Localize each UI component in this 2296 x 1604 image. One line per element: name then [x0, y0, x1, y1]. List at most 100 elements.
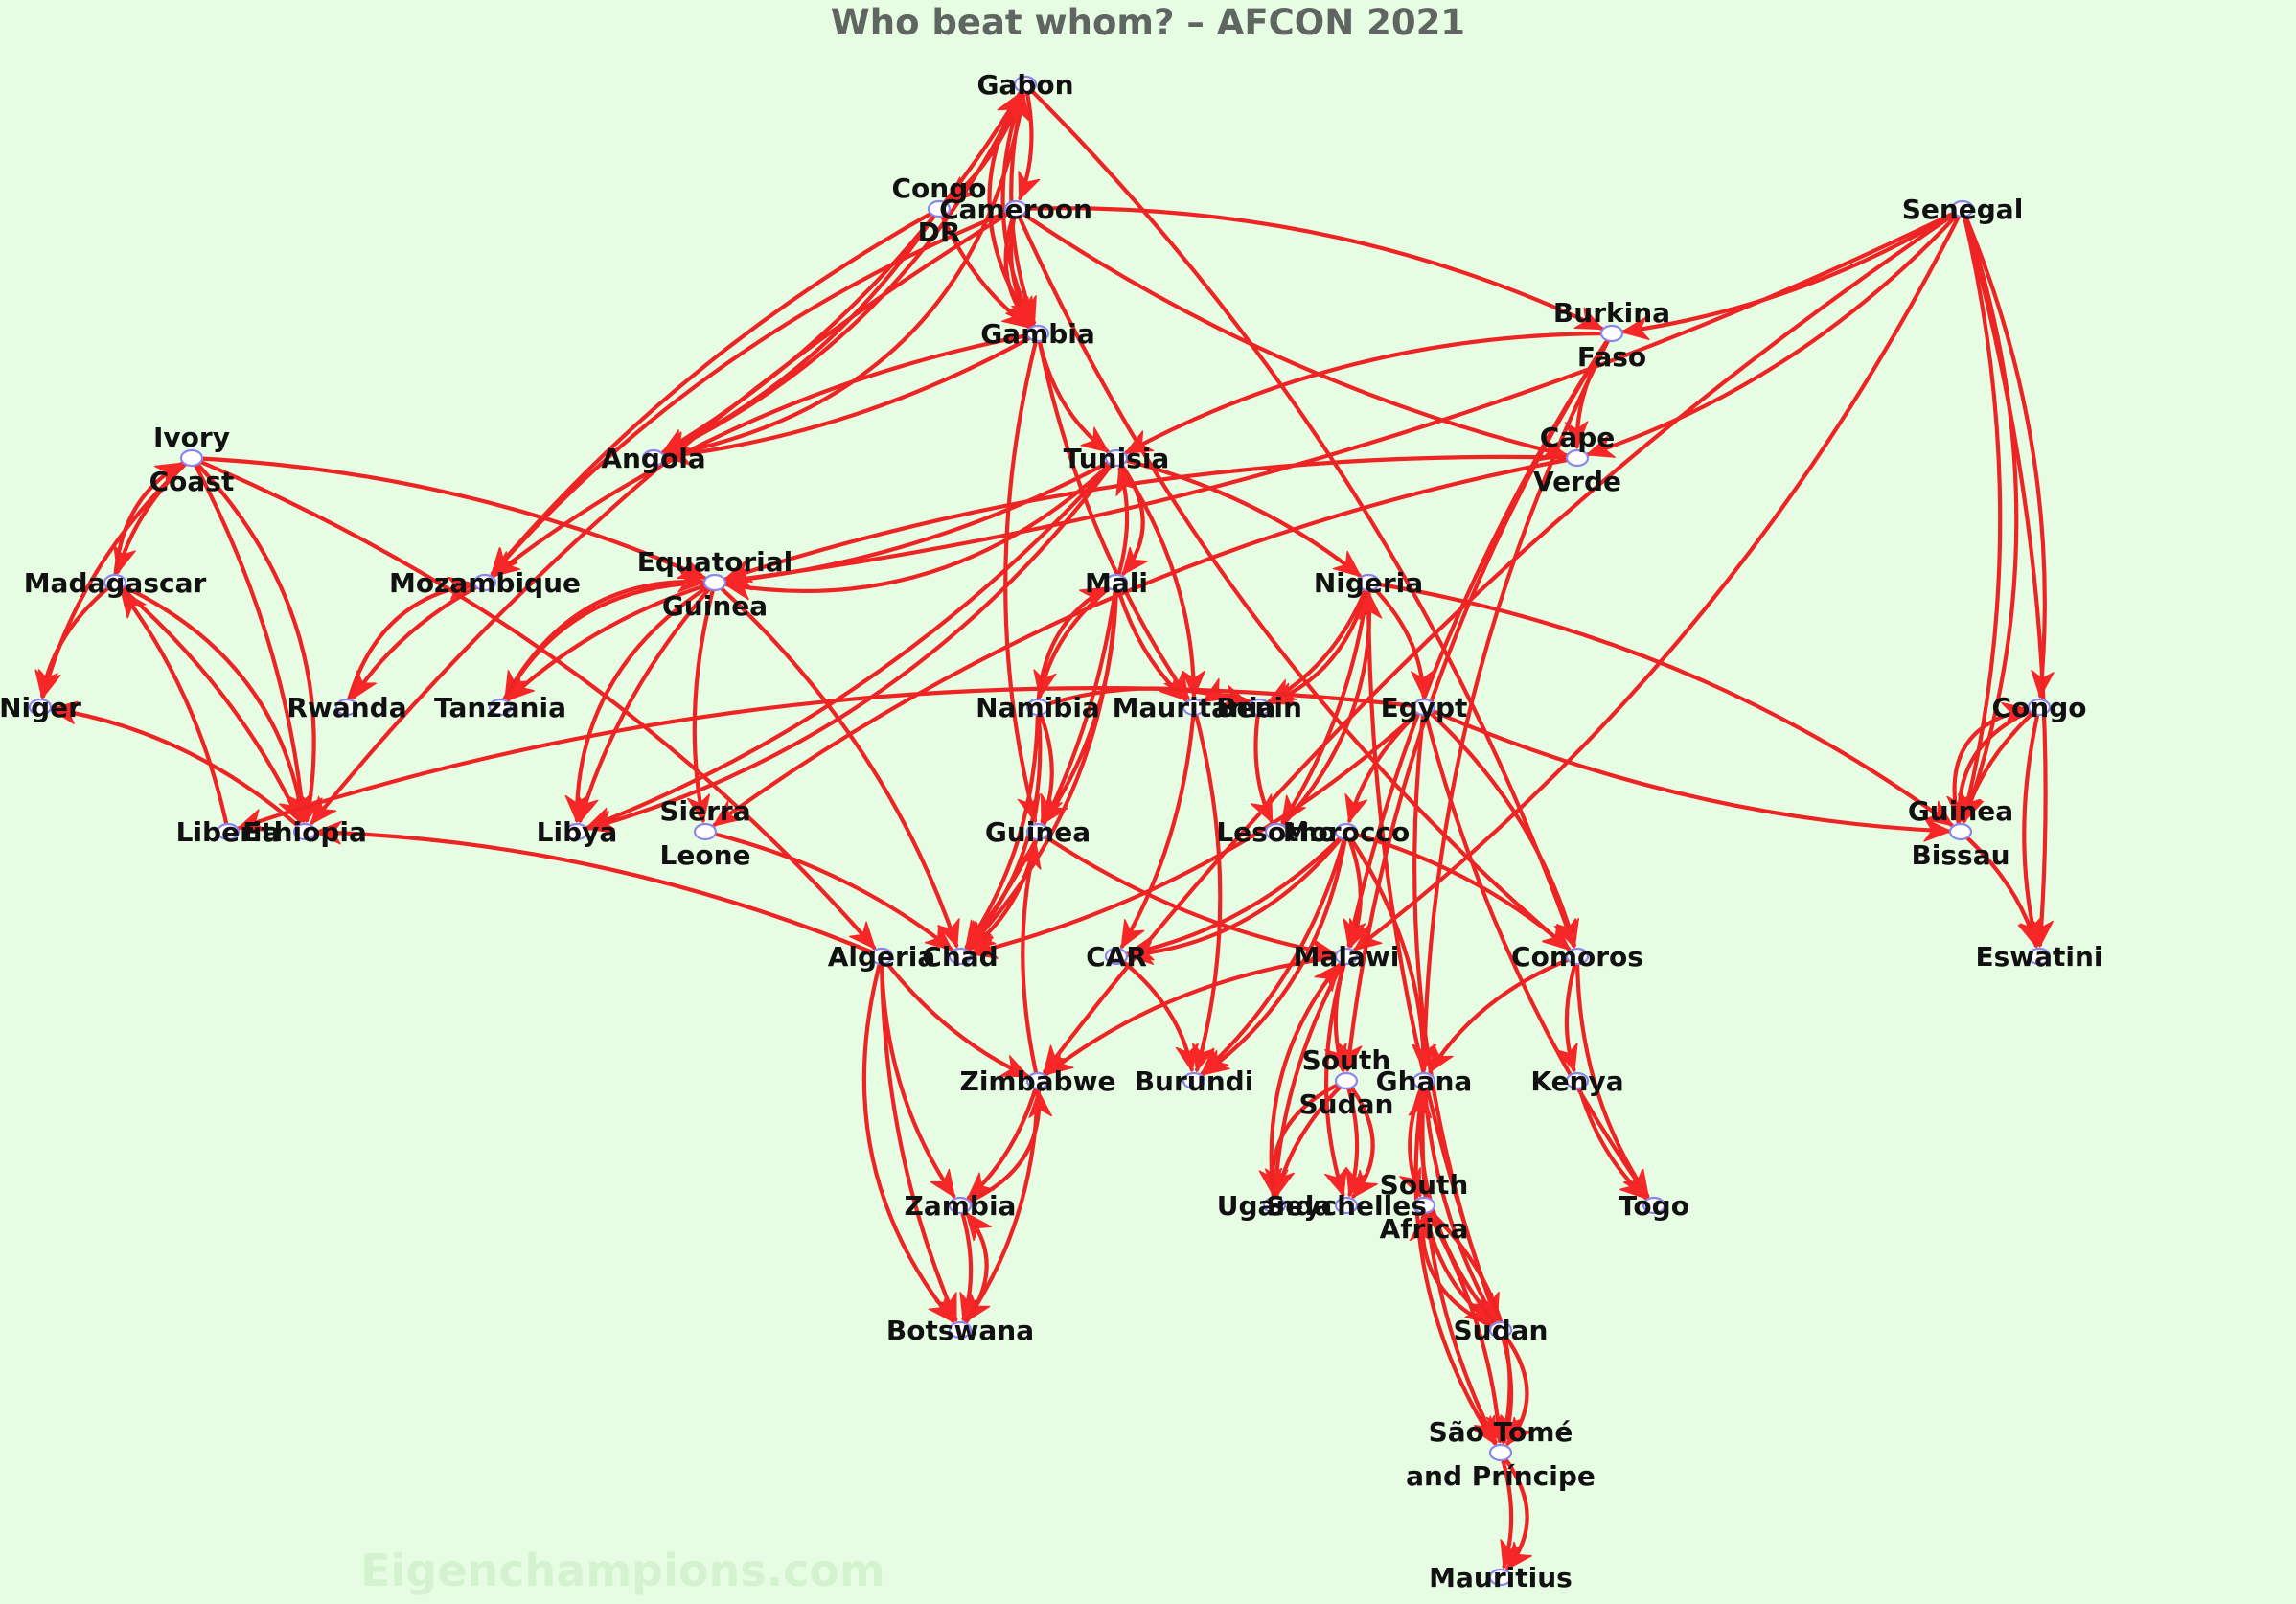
node-south_africa[interactable] [1412, 1196, 1436, 1215]
edge-sudan-beat-sao_tome [1498, 1327, 1527, 1444]
node-chad[interactable] [948, 947, 973, 966]
edge-senegal-beat-equatorial_guinea [726, 206, 1965, 581]
node-rwanda[interactable] [334, 698, 359, 717]
label-angola: Angola [601, 443, 705, 474]
edge-zimbabwe-beat-guinea [1022, 843, 1038, 1084]
edge-burkina_faso-beat-tunisia [1127, 331, 1615, 455]
label-uganda: Uganda [1217, 1190, 1333, 1222]
node-kenya[interactable] [1565, 1071, 1590, 1090]
label-burkina_faso-line-1: Burkina [1553, 297, 1670, 329]
node-namibia[interactable] [1025, 698, 1050, 717]
node-malawi[interactable] [1334, 947, 1359, 966]
node-mauritania[interactable] [1182, 698, 1206, 717]
node-angola[interactable] [641, 448, 666, 468]
node-libya[interactable] [564, 822, 589, 841]
node-sao_tome[interactable] [1488, 1443, 1513, 1462]
node-gabon[interactable] [1013, 75, 1038, 94]
node-gambia[interactable] [1025, 324, 1050, 343]
edge-gambia-beat-guinea [1003, 331, 1038, 820]
node-senegal[interactable] [1950, 199, 1975, 218]
node-madagascar[interactable] [103, 573, 127, 592]
node-guinea[interactable] [1025, 822, 1050, 841]
node-togo[interactable] [1642, 1196, 1666, 1215]
label-sierra_leone-line-2: Leone [660, 839, 751, 871]
edge-algeria-beat-botswana [879, 953, 958, 1319]
node-seychelles[interactable] [1334, 1196, 1359, 1215]
edge-guinea-beat-malawi [1035, 829, 1335, 954]
edge-cameroon-beat-cape_verde [1013, 206, 1566, 455]
label-rwanda: Rwanda [287, 692, 406, 723]
node-congo[interactable] [2027, 698, 2052, 717]
edge-congo_dr-beat-mozambique [493, 206, 942, 574]
label-guinea_bissau-line-2: Bissau [1911, 839, 2009, 871]
node-ethiopia[interactable] [292, 822, 317, 841]
label-ivory_coast-line-2: Coast [149, 466, 235, 497]
edge-senegal-beat-eswatini [1960, 206, 2046, 945]
edge-angola-beat-gabon [651, 96, 1023, 461]
node-ivory_coast[interactable] [179, 448, 204, 468]
edge-madagascar-beat-ivory_coast [112, 461, 182, 585]
edge-senegal-beat-guinea_bissau [1960, 206, 2019, 821]
label-seychelles: Seychelles [1266, 1190, 1427, 1222]
label-zimbabwe: Zimbabwe [960, 1066, 1116, 1097]
label-gabon: Gabon [976, 69, 1073, 101]
label-niger: Niger [0, 692, 81, 723]
node-equatorial_guinea[interactable] [702, 573, 727, 592]
label-south_sudan-line-2: Sudan [1299, 1088, 1394, 1120]
edge-cameroon-beat-mozambique [493, 206, 1019, 574]
edge-burkina_faso-beat-south_sudan [1347, 331, 1615, 1069]
node-nigeria[interactable] [1356, 573, 1381, 592]
label-south_africa-line-1: South [1380, 1169, 1469, 1201]
node-mozambique[interactable] [472, 573, 497, 592]
node-zambia[interactable] [948, 1196, 973, 1215]
node-mali[interactable] [1104, 573, 1129, 592]
node-cameroon[interactable] [1003, 199, 1028, 218]
node-south_sudan[interactable] [1334, 1071, 1359, 1090]
node-ghana[interactable] [1412, 1071, 1436, 1090]
node-benin[interactable] [1247, 698, 1272, 717]
node-comoros[interactable] [1565, 947, 1590, 966]
edge-senegal-beat-guinea_bissau [1963, 206, 2003, 820]
node-niger[interactable] [28, 698, 53, 717]
node-liberia[interactable] [216, 822, 241, 841]
label-eswatini: Eswatini [1975, 941, 2102, 973]
node-sierra_leone[interactable] [693, 822, 718, 841]
node-congo_dr[interactable] [927, 199, 952, 218]
node-burkina_faso[interactable] [1599, 324, 1624, 343]
node-lesotho[interactable] [1264, 822, 1289, 841]
edge-namibia-beat-guinea [1035, 704, 1052, 821]
label-equatorial_guinea-line-1: Equatorial [637, 546, 793, 578]
node-burundi[interactable] [1182, 1071, 1206, 1090]
edge-morocco-beat-malawi [1343, 829, 1361, 946]
node-egypt[interactable] [1412, 698, 1436, 717]
node-sudan[interactable] [1488, 1320, 1513, 1340]
node-mauritius[interactable] [1488, 1568, 1513, 1587]
edge-algeria-beat-zambia [879, 953, 956, 1196]
node-car[interactable] [1104, 947, 1129, 966]
node-algeria[interactable] [869, 947, 894, 966]
node-tanzania[interactable] [488, 698, 513, 717]
edge-tunisia-beat-equatorial_guinea [726, 455, 1119, 582]
node-zimbabwe[interactable] [1025, 1071, 1050, 1090]
node-uganda[interactable] [1262, 1196, 1287, 1215]
edge-cape_verde-beat-equatorial_guinea [725, 454, 1580, 579]
node-botswana[interactable] [948, 1320, 973, 1340]
node-guinea_bissau[interactable] [1948, 822, 1973, 841]
edge-guinea_bissau-beat-congo [1952, 709, 2029, 835]
label-guinea: Guinea [985, 816, 1091, 848]
edge-morocco-beat-ghana [1343, 829, 1424, 1069]
node-morocco[interactable] [1334, 822, 1359, 841]
label-chad: Chad [922, 941, 998, 973]
label-libya: Libya [537, 816, 618, 848]
node-cape_verde[interactable] [1565, 448, 1590, 468]
label-sao_tome-line-1: São Tomé [1429, 1416, 1573, 1448]
edge-benin-beat-lesotho [1255, 704, 1274, 821]
label-madagascar: Madagascar [24, 567, 207, 599]
label-comoros: Comoros [1511, 941, 1643, 973]
edge-egypt-beat-sudan [1412, 704, 1497, 1319]
node-eswatini[interactable] [2027, 947, 2052, 966]
edge-guinea_bissau-beat-eswatini [1958, 829, 2036, 945]
edge-morocco-beat-comoros [1343, 829, 1569, 949]
node-tunisia[interactable] [1104, 448, 1129, 468]
label-tunisia: Tunisia [1064, 443, 1170, 474]
